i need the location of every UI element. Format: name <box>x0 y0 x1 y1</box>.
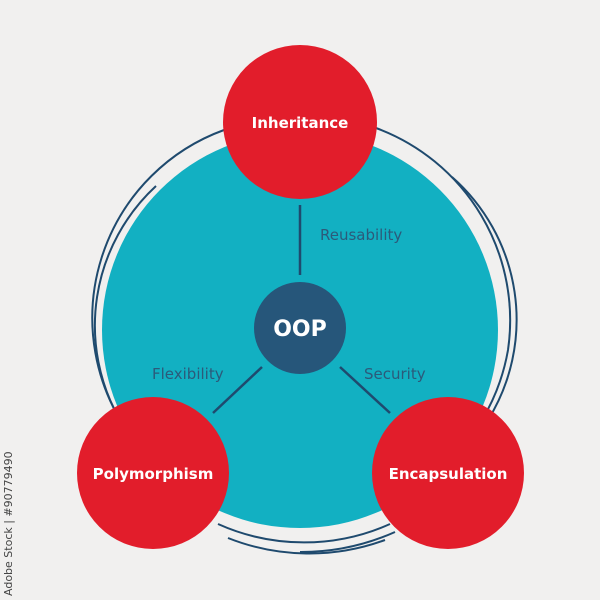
stock-credit: Adobe Stock | #90779490 <box>2 451 15 596</box>
node-inheritance <box>223 45 377 199</box>
center-label: OOP <box>273 317 327 342</box>
edge-label-reusability: Reusability <box>320 226 402 244</box>
connector-lines <box>212 205 391 414</box>
node-polymorphism <box>77 397 229 549</box>
node-encapsulation <box>372 397 524 549</box>
edge-label-security: Security <box>364 365 426 383</box>
decorative-arcs <box>91 127 518 555</box>
node-label-inheritance: Inheritance <box>252 114 349 132</box>
edge-label-flexibility: Flexibility <box>152 365 224 383</box>
center-circle <box>254 282 346 374</box>
node-label-polymorphism: Polymorphism <box>93 465 214 483</box>
node-label-encapsulation: Encapsulation <box>389 465 508 483</box>
